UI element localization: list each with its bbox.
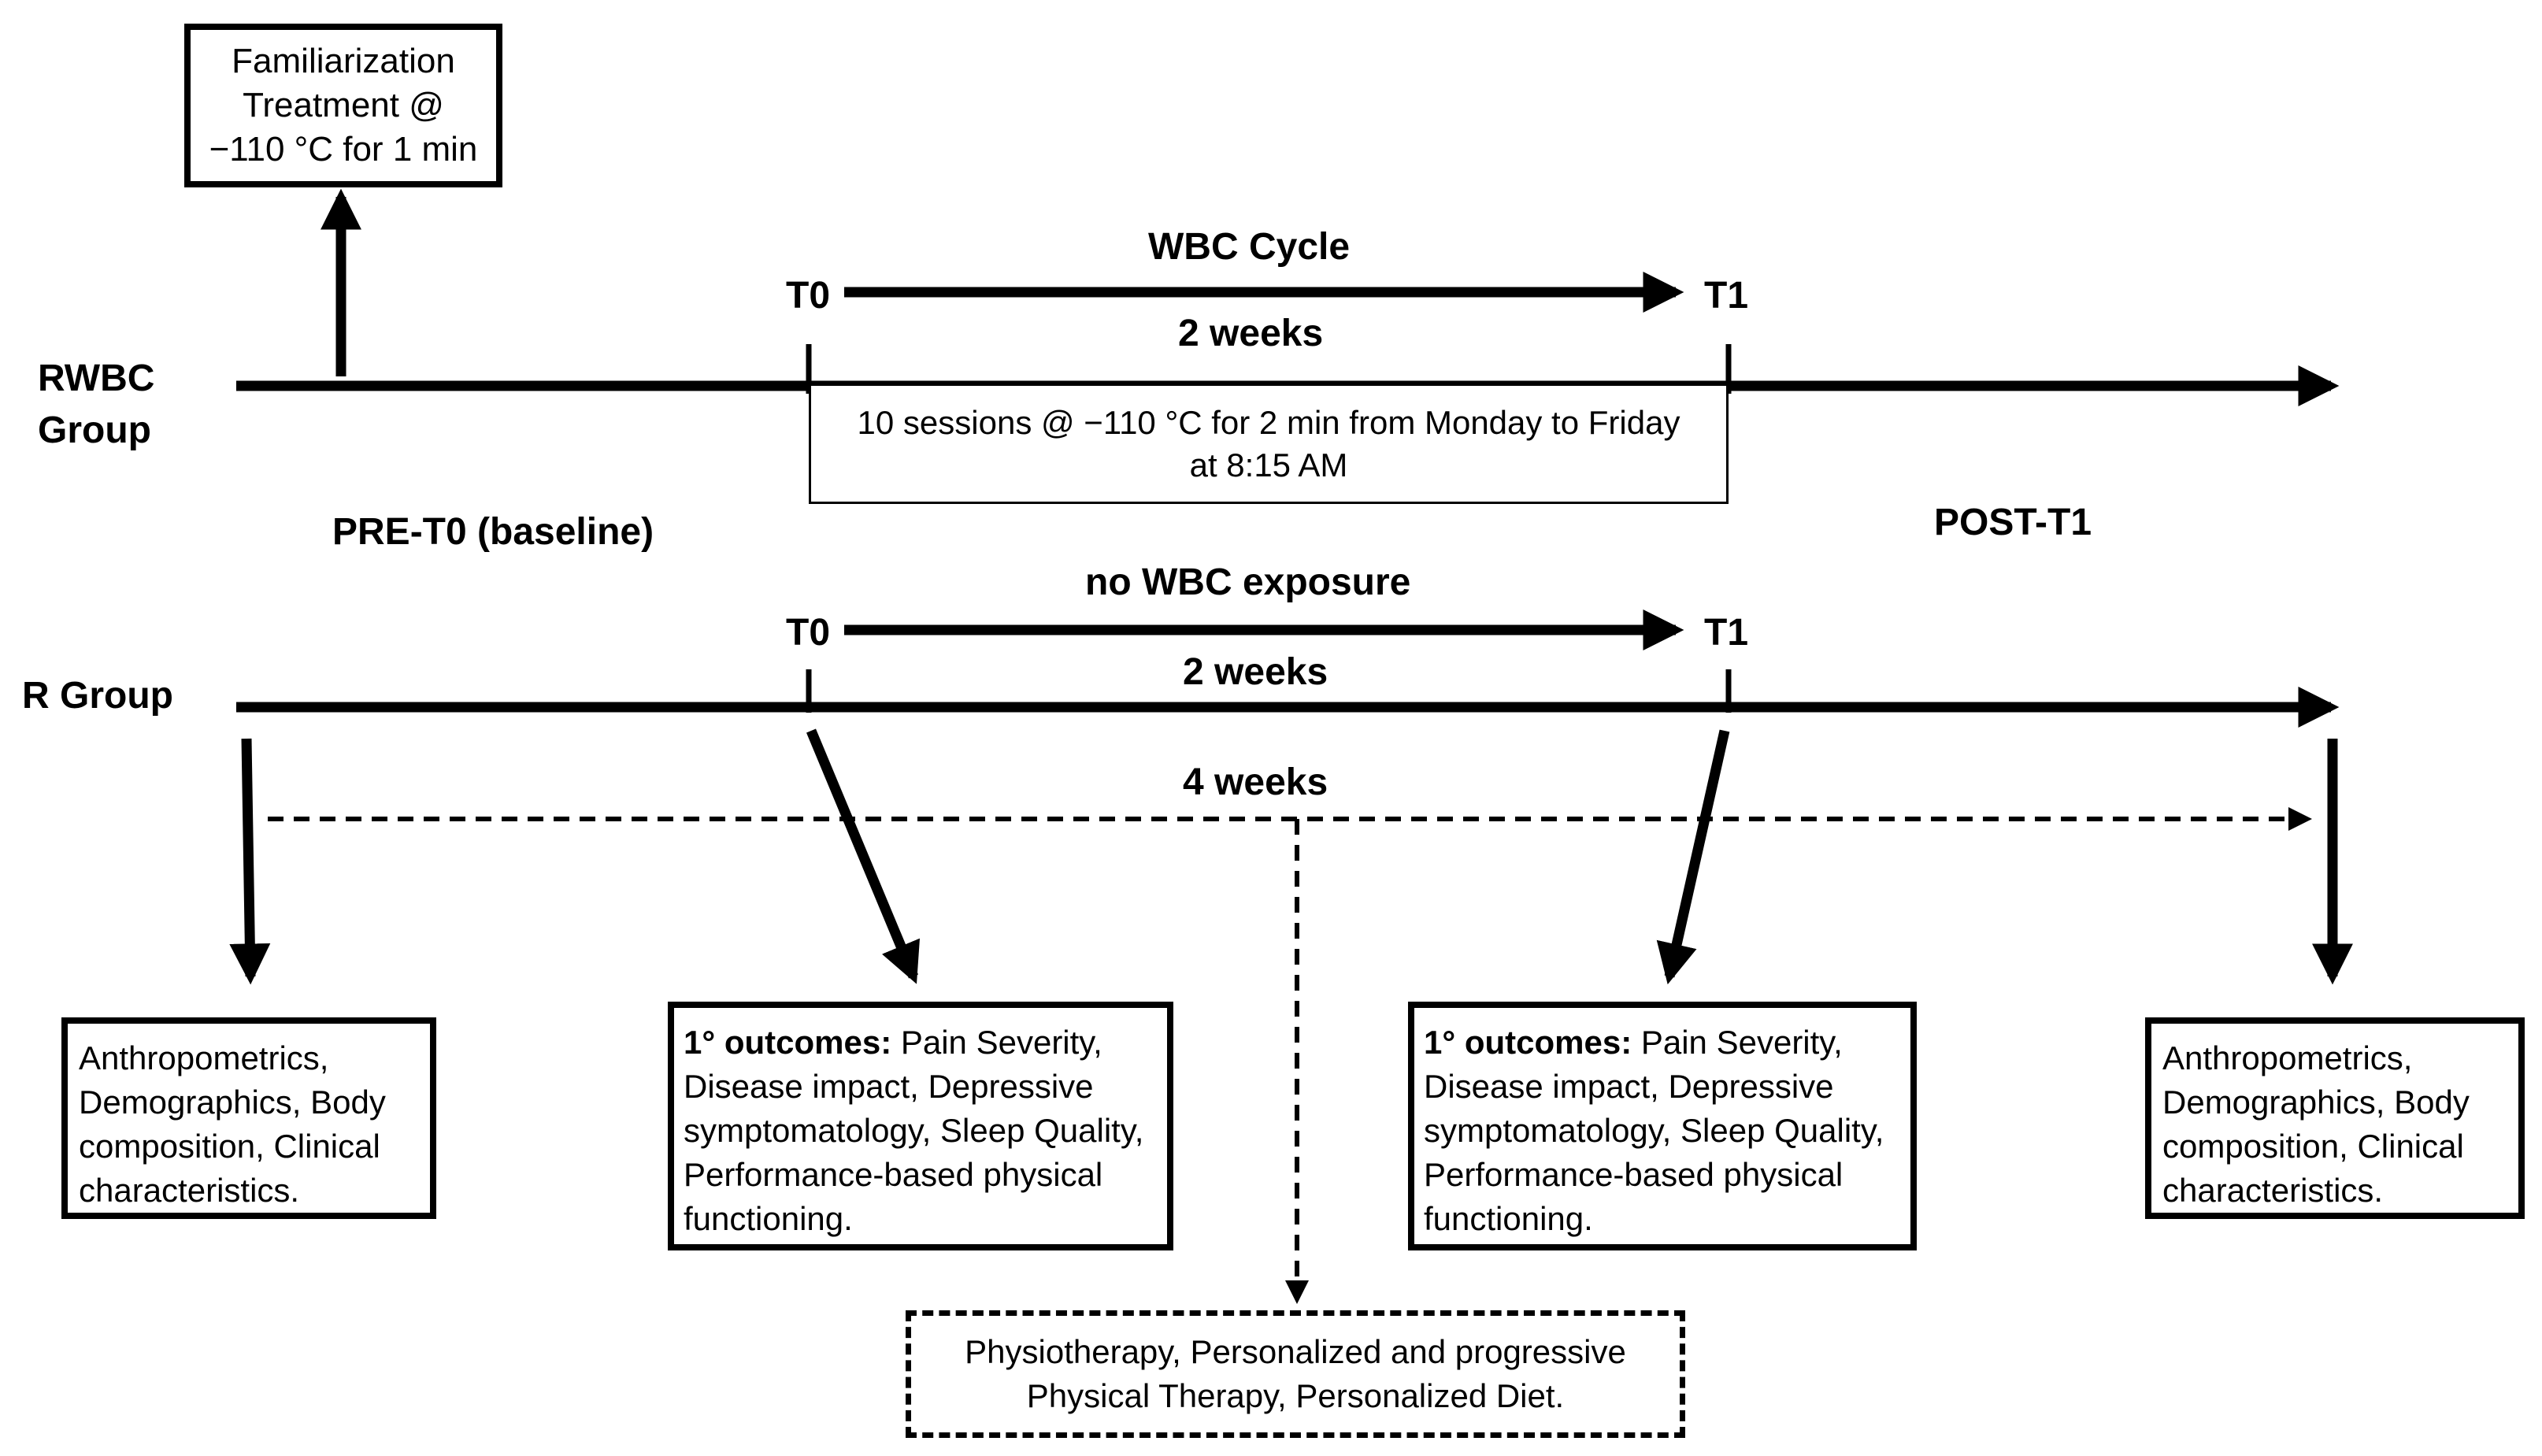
wbc-cycle-label: WBC Cycle [1148,226,1351,268]
t0-outcomes-box: 1° outcomes: Pain Severity, Disease impa… [668,1002,1173,1250]
t1-outcomes-list: Pain Severity, Disease impact, Depressiv… [1424,1024,1884,1237]
t1-outcomes-text: 1° outcomes: Pain Severity, Disease impa… [1424,1021,1901,1241]
rwbc-t0-label: T0 [786,275,831,317]
r-group-label: R Group [22,675,173,717]
t0-outcomes-list: Pain Severity, Disease impact, Depressiv… [684,1024,1144,1237]
rwbc-t1-label: T1 [1704,275,1749,317]
sessions-box: 10 sessions @ −110 °C for 2 min from Mon… [809,386,1729,504]
post-assessment-box: Anthropometrics, Demographics, Body comp… [2145,1017,2525,1219]
post-t1-label: POST-T1 [1934,502,2092,543]
pre-t0-label: PRE-T0 (baseline) [332,511,654,553]
intervention-box: Physiotherapy, Personalized and progress… [906,1310,1685,1438]
t0-outcomes-text: 1° outcomes: Pain Severity, Disease impa… [684,1021,1158,1241]
baseline-assessment-box: Anthropometrics, Demographics, Body comp… [61,1017,436,1219]
r-duration-label: 2 weeks [1183,651,1328,693]
rwbc-group-label: RWBC Group [38,358,155,451]
t1-outcomes-arrow [1656,729,1730,985]
t1-outcomes-heading: 1° outcomes: [1424,1024,1632,1061]
baseline-assessment-text: Anthropometrics, Demographics, Body comp… [79,1039,386,1209]
no-wbc-label: no WBC exposure [1085,561,1411,603]
r-t1-label: T1 [1704,612,1749,654]
post-assessment-text: Anthropometrics, Demographics, Body comp… [2162,1039,2470,1209]
t1-outcomes-box: 1° outcomes: Pain Severity, Disease impa… [1408,1002,1917,1250]
intervention-text: Physiotherapy, Personalized and progress… [965,1333,1626,1414]
t0-outcomes-arrow [806,728,920,984]
familiarization-box: Familiarization Treatment @ −110 °C for … [184,24,502,187]
familiarization-text: Familiarization Treatment @ −110 °C for … [209,42,478,169]
total-duration-label: 4 weeks [1183,761,1328,803]
r-t0-label: T0 [786,612,831,654]
t0-outcomes-heading: 1° outcomes: [684,1024,892,1061]
sessions-text: 10 sessions @ −110 °C for 2 min from Mon… [857,403,1680,483]
rwbc-duration-label: 2 weeks [1178,313,1324,354]
baseline-assessment-arrow [229,738,271,985]
